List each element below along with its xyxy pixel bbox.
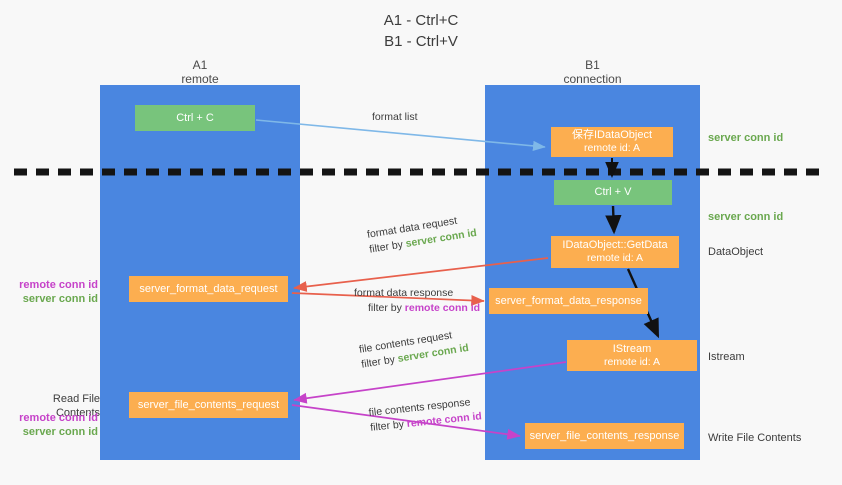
filter-by-text: filter by: [368, 238, 404, 256]
title-line-1: A1 - Ctrl+C: [383, 12, 459, 29]
label-conn-ids-lower: remote conn id server conn id: [10, 411, 98, 439]
filter-by-text: filter by: [368, 302, 402, 314]
node-istream-label: IStream: [612, 342, 652, 355]
arrow-label-format-data-response: format data response filter by remote co…: [354, 286, 480, 316]
node-server-format-data-request[interactable]: server_format_data_request: [129, 276, 288, 302]
lane-b1-subtitle: connection: [563, 72, 622, 86]
arrow-label-format-list-text: format list: [372, 111, 418, 123]
node-ctrl-v[interactable]: Ctrl + V: [554, 180, 672, 205]
lane-a1-name: A1: [192, 58, 208, 72]
arrow-ctrlv-to-getdata: [605, 205, 622, 235]
arrow-file-contents-response: [291, 404, 521, 440]
node-server-format-data-response-label: server_format_data_response: [495, 294, 642, 307]
arrow-label-format-data-response-text: format data response: [354, 287, 454, 299]
node-server-file-contents-request[interactable]: server_file_contents_request: [129, 392, 288, 418]
node-ctrl-c-label: Ctrl + C: [176, 111, 214, 124]
label-server-conn-id-mid: server conn id: [708, 211, 784, 223]
lane-header-a1: A1 remote: [100, 58, 300, 86]
lane-a1-subtitle: remote: [181, 72, 219, 86]
node-server-file-contents-response-label: server_file_contents_response: [529, 429, 680, 442]
node-idataobject-getdata[interactable]: IDataObject::GetData remote id: A: [551, 236, 679, 268]
filter-by-text: filter by: [360, 353, 396, 371]
node-ctrl-v-label: Ctrl + V: [594, 186, 632, 198]
node-idataobject-getdata-remote-id: remote id: A: [586, 252, 644, 264]
label-dataobject: DataObject: [708, 246, 764, 258]
filter-remote-conn-id: remote conn id: [404, 302, 481, 314]
arrow-format-list: [255, 119, 546, 151]
node-save-idataobject[interactable]: 保存IDataObject remote id: A: [551, 127, 673, 157]
node-server-file-contents-request-label: server_file_contents_request: [137, 398, 280, 411]
node-idataobject-getdata-label: IDataObject::GetData: [562, 239, 668, 251]
label-read-file-contents: Read File Contents: [52, 393, 100, 419]
label-remote-conn-id-lower: remote conn id: [19, 412, 98, 424]
label-server-conn-id-upper: server conn id: [22, 293, 98, 305]
filter-by-text: filter by: [369, 418, 405, 434]
arrow-format-data-response: [291, 292, 485, 306]
arrow-file-contents-request: [293, 361, 567, 404]
arrow-format-data-request: [293, 257, 549, 292]
lane-b1-name: B1: [585, 58, 600, 72]
label-write-file-contents: Write File Contents: [708, 432, 802, 444]
label-conn-ids-upper: remote conn id server conn id: [10, 278, 98, 306]
node-server-format-data-request-label: server_format_data_request: [139, 282, 278, 295]
node-istream-remote-id: remote id: A: [603, 355, 661, 368]
node-server-format-data-response[interactable]: server_format_data_response: [489, 288, 648, 314]
label-server-conn-id-lower: server conn id: [22, 426, 98, 438]
arrow-label-format-list: format list: [372, 110, 418, 125]
page-title: A1 - Ctrl+C B1 - Ctrl+V: [0, 10, 842, 52]
title-line-2: B1 - Ctrl+V: [384, 33, 458, 50]
node-save-idataobject-label: 保存IDataObject: [571, 129, 653, 141]
node-istream[interactable]: IStream remote id: A: [567, 340, 697, 371]
label-istream: Istream: [708, 351, 745, 363]
label-server-conn-id-top: server conn id: [708, 132, 784, 144]
node-server-file-contents-response[interactable]: server_file_contents_response: [525, 423, 684, 449]
node-save-idataobject-remote-id: remote id: A: [583, 142, 641, 154]
label-remote-conn-id-upper: remote conn id: [19, 279, 98, 291]
node-ctrl-c[interactable]: Ctrl + C: [135, 105, 255, 131]
lane-header-b1: B1 connection: [485, 58, 700, 86]
arrow-label-format-data-response-filter: filter by remote conn id: [354, 301, 480, 316]
